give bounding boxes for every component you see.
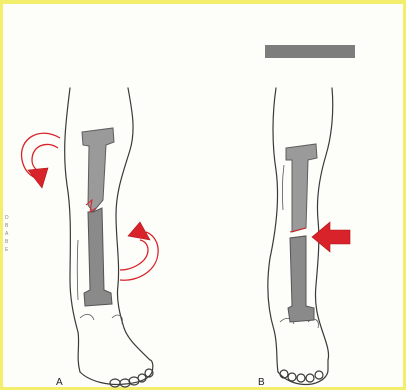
panel-b-tibia xyxy=(286,144,317,322)
panel-a-fibula xyxy=(77,240,78,300)
panel-label-b: B xyxy=(258,377,265,388)
svg-text:A: A xyxy=(5,231,9,237)
panel-b-fibula xyxy=(282,165,284,210)
panel-a-leg xyxy=(22,88,159,387)
svg-text:B: B xyxy=(5,239,9,245)
rotation-arrow-upper xyxy=(22,133,60,188)
panel-label-a: A xyxy=(56,377,63,388)
panel-b-toes xyxy=(280,370,323,382)
panel-a-tibia xyxy=(82,128,114,306)
svg-text:D: D xyxy=(5,215,9,221)
lateral-push-arrow xyxy=(312,222,350,252)
panel-b-leg xyxy=(268,88,350,385)
svg-text:B: B xyxy=(5,223,9,229)
svg-text:E: E xyxy=(5,247,9,253)
side-text: D B A B E xyxy=(5,215,9,253)
rotation-arrow-lower xyxy=(120,222,158,280)
